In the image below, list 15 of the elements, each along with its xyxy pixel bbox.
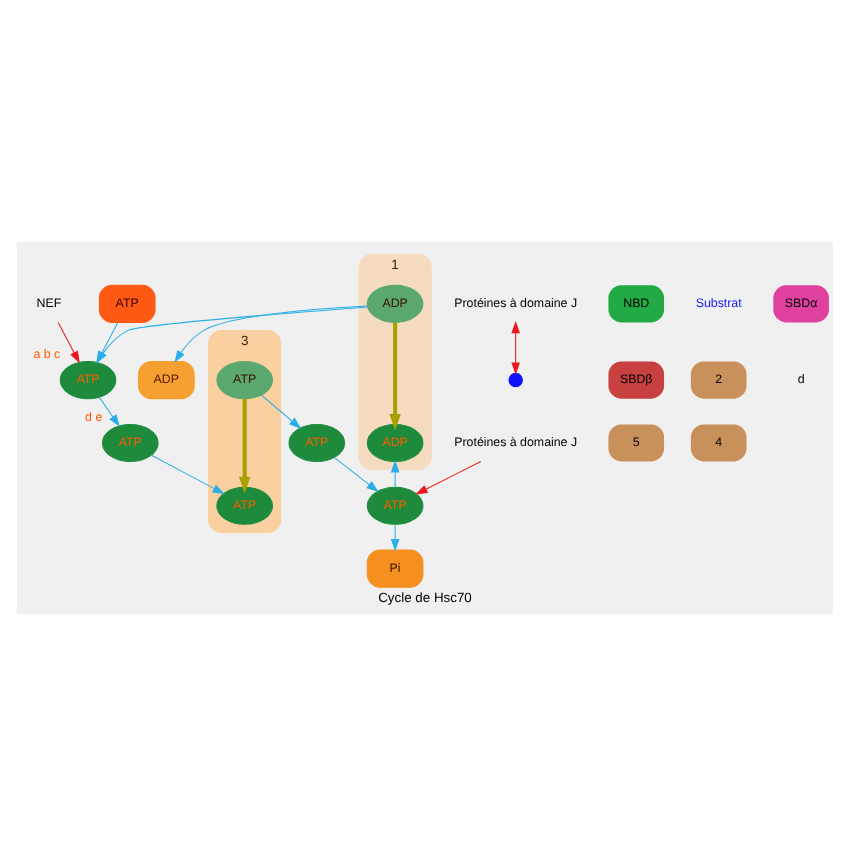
arrow [511, 320, 520, 375]
node-circle [508, 372, 523, 388]
arrow [96, 306, 368, 364]
arrow [238, 398, 251, 494]
arrow [151, 454, 225, 495]
arrow [415, 461, 482, 495]
arrow [389, 322, 401, 431]
arrow [260, 394, 302, 429]
arrow [57, 321, 80, 364]
arrow [333, 456, 379, 493]
arrow [98, 396, 120, 427]
arrow [390, 460, 400, 488]
arrow [174, 305, 368, 363]
arrow [390, 523, 400, 552]
arrow [96, 321, 119, 364]
